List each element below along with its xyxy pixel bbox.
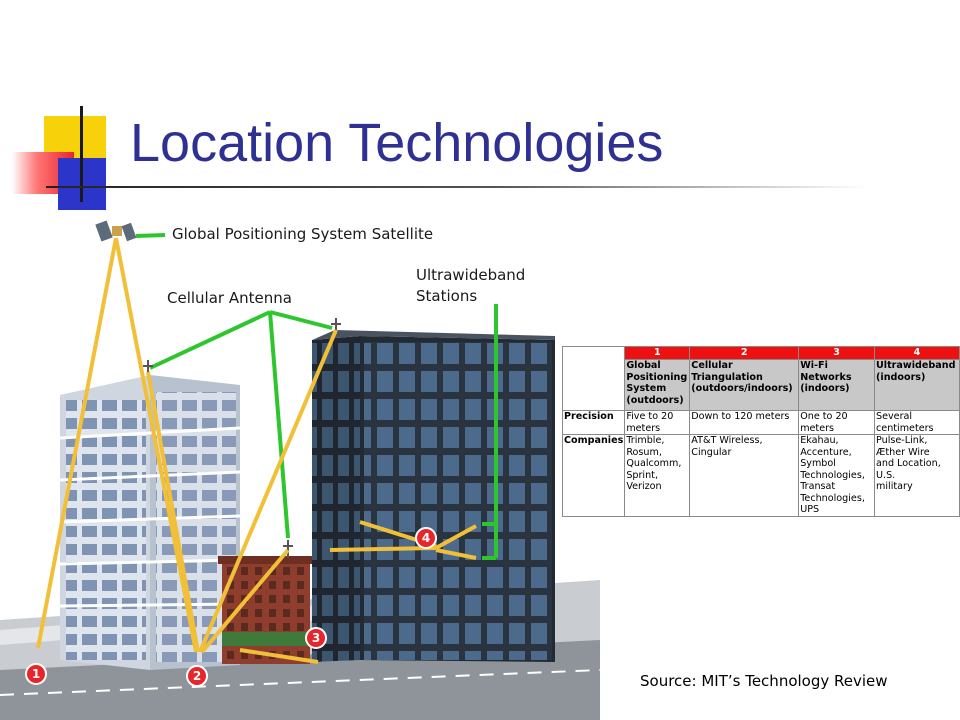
uwb-label-line1: Ultrawideband xyxy=(416,266,525,284)
location-diagram: Global Positioning System Satellite Cell… xyxy=(0,220,600,720)
table-tech-cell: Ultrawideband(indoors) xyxy=(874,359,960,411)
table-cell: Trimble,Rosum,Qualcomm,Sprint,Verizon xyxy=(624,434,691,517)
deco-vertical-line xyxy=(80,106,83,202)
antenna-leader-lines xyxy=(149,310,333,539)
table-number-cell: 4 xyxy=(874,346,960,360)
table-row: Companies Trimble,Rosum,Qualcomm,Sprint,… xyxy=(561,434,960,517)
svg-text:4: 4 xyxy=(422,531,430,545)
gps-satellite-label: Global Positioning System Satellite xyxy=(172,225,433,243)
table-number-cell: 1 xyxy=(624,346,691,360)
table-row-header: Precision xyxy=(561,410,626,435)
table-corner-cell xyxy=(561,346,626,411)
table-number-cell: 3 xyxy=(798,346,876,360)
table-number-cell: 2 xyxy=(689,346,800,360)
signal-lines xyxy=(36,237,477,664)
uwb-label-line2: Stations xyxy=(416,287,477,305)
satellite-icon xyxy=(95,220,137,242)
marker-3: 3 xyxy=(305,627,327,649)
svg-text:2: 2 xyxy=(193,669,201,683)
marker-4: 4 xyxy=(415,527,437,549)
slide-title: Location Technologies xyxy=(130,113,664,173)
table-row-header: Companies xyxy=(561,434,626,517)
dark-office-tower xyxy=(312,330,555,662)
table-number-row: 1 2 3 4 xyxy=(561,346,960,411)
table-cell: AT&T Wireless,Cingular xyxy=(689,434,800,517)
source-caption: Source: MIT’s Technology Review xyxy=(640,672,888,690)
marker-1: 1 xyxy=(25,663,47,685)
cellular-antenna-label: Cellular Antenna xyxy=(167,289,292,307)
gps-label-leader xyxy=(135,233,166,238)
svg-text:1: 1 xyxy=(32,667,40,681)
svg-text:3: 3 xyxy=(312,631,320,645)
title-underline xyxy=(46,186,866,188)
marker-2: 2 xyxy=(186,665,208,687)
table-cell: Down to 120 meters xyxy=(689,410,800,435)
